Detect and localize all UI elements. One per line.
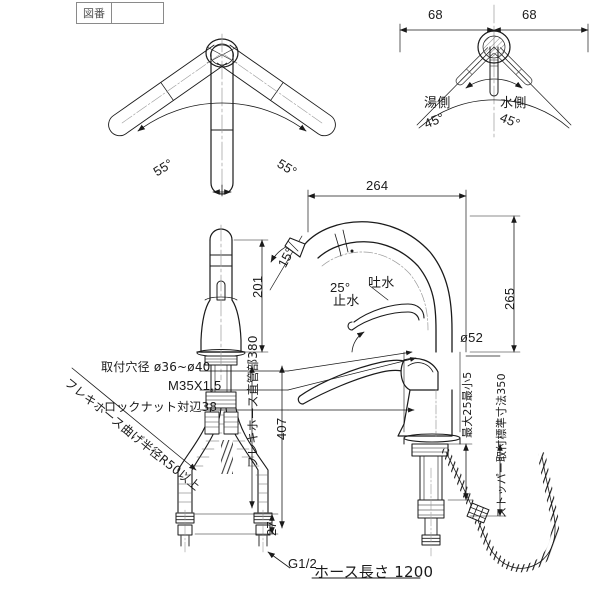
view-top-swivel bbox=[108, 33, 336, 197]
reach-dimension: 264 bbox=[366, 178, 389, 193]
stopper-dimension-note: ストッパー取付標準寸法350 bbox=[495, 373, 508, 518]
front-height-dimension: 201 bbox=[250, 275, 265, 298]
stop-label: 止水 bbox=[333, 294, 360, 309]
total-flex-dimension: 407 bbox=[274, 417, 289, 440]
lever-angle: 25° bbox=[330, 280, 351, 295]
thread-note: M35X1,5 bbox=[168, 378, 222, 393]
view-side-elevation bbox=[199, 189, 560, 579]
assembly-flex-hoses bbox=[71, 364, 291, 569]
nut-height-dimension: 27 bbox=[264, 521, 279, 536]
lever-dim-left: 68 bbox=[428, 7, 443, 22]
mounting-hole-note: 取付穴径 ø36~ø40 bbox=[101, 360, 211, 374]
hose-length-note: ホース長さ 1200 bbox=[314, 563, 434, 581]
view-lever-swing bbox=[399, 4, 589, 141]
cold-side-label: 水側 bbox=[500, 96, 527, 111]
flex-straight-note: フレキホース直管部380 bbox=[246, 335, 260, 468]
hot-side-label: 湯側 bbox=[424, 96, 451, 111]
lever-dim-right: 68 bbox=[522, 7, 537, 22]
titleblock: 図番 bbox=[76, 2, 164, 24]
view-front-elevation bbox=[196, 224, 303, 381]
deck-diameter: ø52 bbox=[460, 330, 484, 345]
supply-thread-note: G1/2 bbox=[288, 556, 317, 571]
titleblock-label: 図番 bbox=[77, 3, 112, 23]
locknut-note: ロックナット対辺38 bbox=[104, 400, 218, 414]
height-dimension: 265 bbox=[502, 287, 517, 310]
deck-thickness-note: 最大25最小5 bbox=[461, 371, 474, 438]
discharge-label: 吐水 bbox=[368, 276, 395, 291]
